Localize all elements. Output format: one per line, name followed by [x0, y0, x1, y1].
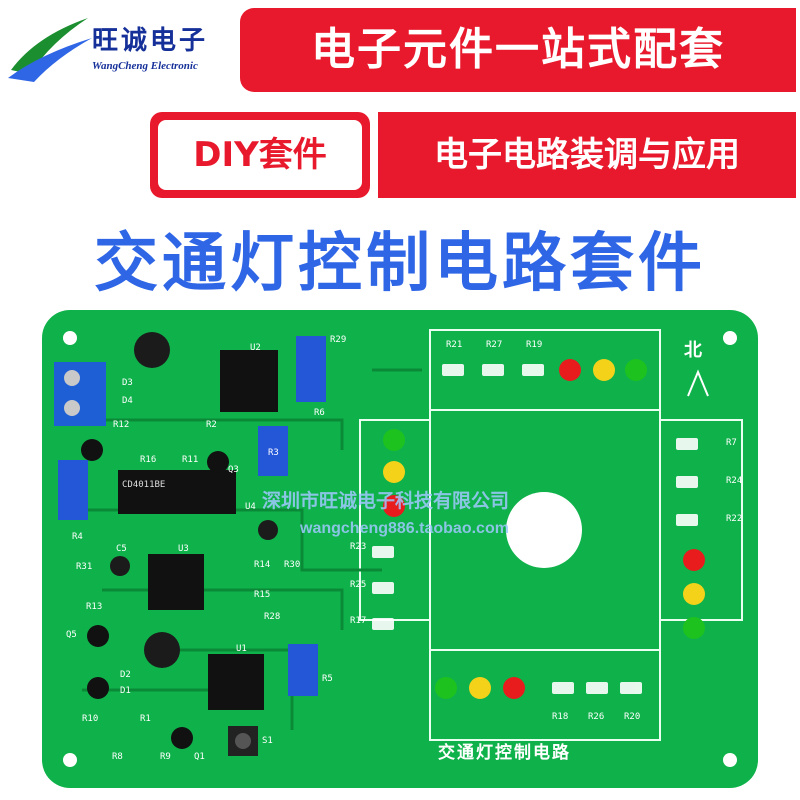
transistor — [87, 625, 109, 647]
ic-chip-u1 — [208, 654, 264, 710]
ic-chip-u3 — [148, 554, 204, 610]
silk-r8: R8 — [112, 752, 123, 762]
compass-arrow-icon — [687, 369, 709, 397]
silk-s1: S1 — [262, 736, 273, 746]
course-tag: 电子电路装调与应用 — [378, 112, 796, 198]
potentiometer — [296, 336, 326, 402]
mount-hole — [63, 331, 77, 345]
silk-r26: R26 — [588, 712, 605, 722]
watermark-company: 深圳市旺诚电子科技有限公司 — [262, 491, 510, 512]
led-green — [383, 429, 405, 451]
brand-swoosh-icon — [8, 18, 92, 82]
diy-tag-label: DIY套件 — [158, 120, 362, 190]
silk-r6: R6 — [314, 408, 325, 418]
led-red — [683, 549, 705, 571]
led-red — [559, 359, 581, 381]
smd-resistors — [372, 364, 698, 694]
silk-c5: C5 — [116, 544, 127, 554]
led-yellow — [593, 359, 615, 381]
product-headline: 交通灯控制电路套件 — [94, 227, 706, 301]
led-green — [435, 677, 457, 699]
silk-r18: R18 — [552, 712, 569, 722]
transistor — [171, 727, 193, 749]
silk-r3: R3 — [268, 448, 279, 458]
transistor — [81, 439, 103, 461]
silk-r10: R10 — [82, 714, 99, 724]
silk-r22: R22 — [726, 514, 743, 524]
silk-u2: U2 — [250, 343, 261, 353]
silk-r15: R15 — [254, 590, 271, 600]
led-yellow — [683, 583, 705, 605]
silk-r23: R23 — [350, 542, 367, 552]
led-red — [503, 677, 525, 699]
silk-d1: D1 — [120, 686, 131, 696]
terminal-block — [54, 362, 106, 426]
brand-name: 旺诚电子 — [92, 26, 209, 56]
led-yellow — [469, 677, 491, 699]
pcb-board — [42, 310, 758, 788]
silk-r1: R1 — [140, 714, 151, 724]
silk-r7: R7 — [726, 438, 737, 448]
silk-q3: Q3 — [228, 465, 239, 475]
silk-r2: R2 — [206, 420, 217, 430]
ic-chip-u4 — [118, 470, 236, 514]
silk-r19: R19 — [526, 340, 543, 350]
silk-r31: R31 — [76, 562, 93, 572]
silk-r24: R24 — [726, 476, 743, 486]
silk-r5: R5 — [322, 674, 333, 684]
silk-r28: R28 — [264, 612, 281, 622]
silk-r13: R13 — [86, 602, 103, 612]
potentiometer — [258, 426, 288, 476]
silk-u1: U1 — [236, 644, 247, 654]
silk-q1: Q1 — [194, 752, 205, 762]
silk-r12: R12 — [113, 420, 130, 430]
silk-r21: R21 — [446, 340, 463, 350]
silk-r4: R4 — [72, 532, 83, 542]
silk-d3: D3 — [122, 378, 133, 388]
brand-logo: 旺诚电子 WangCheng Electronic — [6, 8, 236, 84]
silk-d2: D2 — [120, 670, 131, 680]
silk-r17: R17 — [350, 616, 367, 626]
mount-hole — [63, 753, 77, 767]
mount-hole — [723, 753, 737, 767]
led-yellow — [383, 461, 405, 483]
silk-r30: R30 — [284, 560, 301, 570]
transistor — [207, 451, 229, 473]
capacitor — [144, 632, 180, 668]
silk-r25: R25 — [350, 580, 367, 590]
capacitor — [134, 332, 170, 368]
potentiometer — [288, 644, 318, 696]
ic-chip-u2 — [220, 350, 278, 412]
led-green — [625, 359, 647, 381]
silk-r16: R16 — [140, 455, 157, 465]
led-green — [683, 617, 705, 639]
transistor — [87, 677, 109, 699]
capacitor — [258, 520, 278, 540]
silk-r29: R29 — [330, 335, 347, 345]
diy-tag: DIY套件 — [150, 112, 370, 198]
slogan-banner: 电子元件一站式配套 — [240, 8, 796, 92]
led-red — [383, 495, 405, 517]
silk-u3: U3 — [178, 544, 189, 554]
center-hole — [506, 492, 582, 568]
brand-subtitle: WangCheng Electronic — [92, 60, 198, 72]
silk-r11: R11 — [182, 455, 199, 465]
ic-label-u4: CD4011BE — [122, 480, 166, 490]
silk-q5: Q5 — [66, 630, 77, 640]
mount-hole — [723, 331, 737, 345]
silk-r27: R27 — [486, 340, 503, 350]
potentiometer — [58, 460, 88, 520]
silk-r14: R14 — [254, 560, 271, 570]
silk-r9: R9 — [160, 752, 171, 762]
silk-u4: U4 — [245, 502, 256, 512]
watermark-url: wangcheng886.taobao.com — [300, 520, 509, 537]
silk-r20: R20 — [624, 712, 641, 722]
board-title: 交通灯控制电路 — [438, 743, 571, 763]
silk-d4: D4 — [122, 396, 133, 406]
compass-north-label: 北 — [684, 340, 702, 361]
capacitor — [110, 556, 130, 576]
